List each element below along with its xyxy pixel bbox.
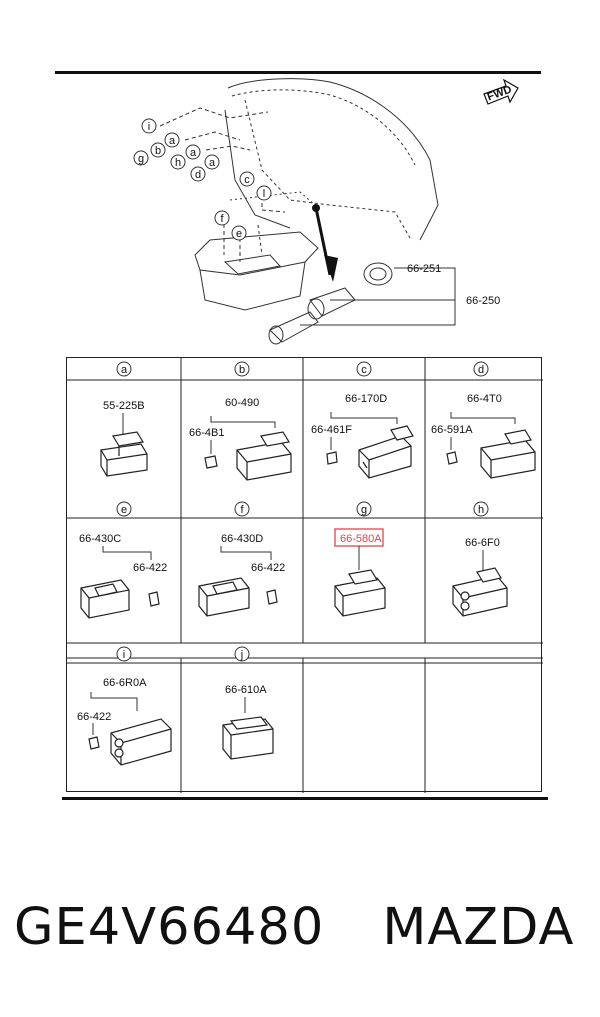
part-label: 66-4B1 [189, 427, 224, 439]
part-label: 66-610A [225, 684, 267, 696]
callout-text: b [155, 145, 161, 157]
fwd-arrow-icon: FWD [483, 78, 519, 105]
callout-text: a [209, 157, 216, 169]
callout-text: h [175, 157, 181, 169]
top-rule [55, 71, 541, 74]
callout-b [150, 142, 166, 158]
cell-letter: d [478, 364, 484, 376]
callout-c [239, 171, 255, 187]
callout-e [231, 225, 247, 241]
callout-d [190, 166, 206, 182]
cell-letter: a [121, 364, 128, 376]
cell-b: b 60-490 66-4B1 [189, 361, 292, 481]
callout-i [141, 118, 157, 134]
callout-text: a [190, 147, 197, 159]
product-title: GE4V66480 MAZDA [14, 898, 594, 957]
parts-grid: a 55-225B b 60-490 66-4B1 c 66-170D 66 [66, 357, 543, 793]
callout-text: a [169, 135, 176, 147]
part-label: 60-490 [225, 397, 259, 409]
cell-i: i 66-6R0A 66-422 [77, 646, 172, 766]
part-label: 66-591A [431, 424, 473, 436]
cell-j: j 66-610A [222, 646, 274, 760]
part-label: 66-422 [251, 562, 285, 574]
cell-letter: f [240, 504, 244, 516]
cell-c: c 66-170D 66-461F [311, 361, 414, 479]
callout-f [214, 210, 230, 226]
brand-name: MAZDA [382, 898, 575, 957]
callout-text: f [220, 213, 224, 225]
part-label-66-250: 66-250 [466, 295, 500, 307]
part-label: 66-6R0A [103, 677, 147, 689]
callout-l [256, 185, 272, 201]
bottom-rule [62, 797, 548, 800]
cell-letter: h [478, 504, 484, 516]
part-label: 66-422 [133, 562, 167, 574]
part-label: 66-430C [79, 533, 121, 545]
cell-e: e 66-430C 66-422 [79, 501, 167, 619]
cell-letter: i [123, 649, 125, 661]
overview-diagram: FWD i g b a h a d a c l f e 66-251 66-25… [133, 78, 519, 345]
cell-letter: e [121, 504, 127, 516]
callout-a3 [204, 154, 220, 170]
callout-a2 [185, 144, 201, 160]
part-label-66-251: 66-251 [407, 263, 441, 275]
cell-d: d 66-4T0 66-591A [431, 361, 536, 479]
cell-f: f 66-430D 66-422 [198, 501, 285, 617]
highlighted-part-label: 66-580A [340, 533, 382, 545]
callout-a1 [164, 132, 180, 148]
callout-h [170, 154, 186, 170]
cell-letter: j [240, 649, 243, 661]
cell-a: a 55-225B [100, 361, 148, 477]
part-label: 66-170D [345, 393, 387, 405]
part-label: 66-461F [311, 424, 352, 436]
cell-letter: g [361, 504, 367, 516]
part-label: 66-4T0 [467, 393, 502, 405]
callout-text: g [138, 153, 144, 165]
cell-g: g 66-580A [334, 501, 386, 617]
part-number: GE4V66480 [14, 898, 325, 957]
callout-text: l [263, 188, 265, 200]
part-label: 66-422 [77, 711, 111, 723]
cell-h: h 66-6F0 [452, 501, 508, 617]
part-label: 66-6F0 [465, 537, 500, 549]
part-label: 66-430D [221, 533, 263, 545]
callout-text: d [195, 169, 201, 181]
callout-g [133, 150, 149, 166]
cell-letter: c [361, 364, 367, 376]
callout-text: i [148, 121, 150, 133]
part-label: 55-225B [103, 400, 145, 412]
cell-letter: b [239, 364, 245, 376]
callout-text: e [236, 228, 242, 240]
callout-text: c [244, 174, 250, 186]
